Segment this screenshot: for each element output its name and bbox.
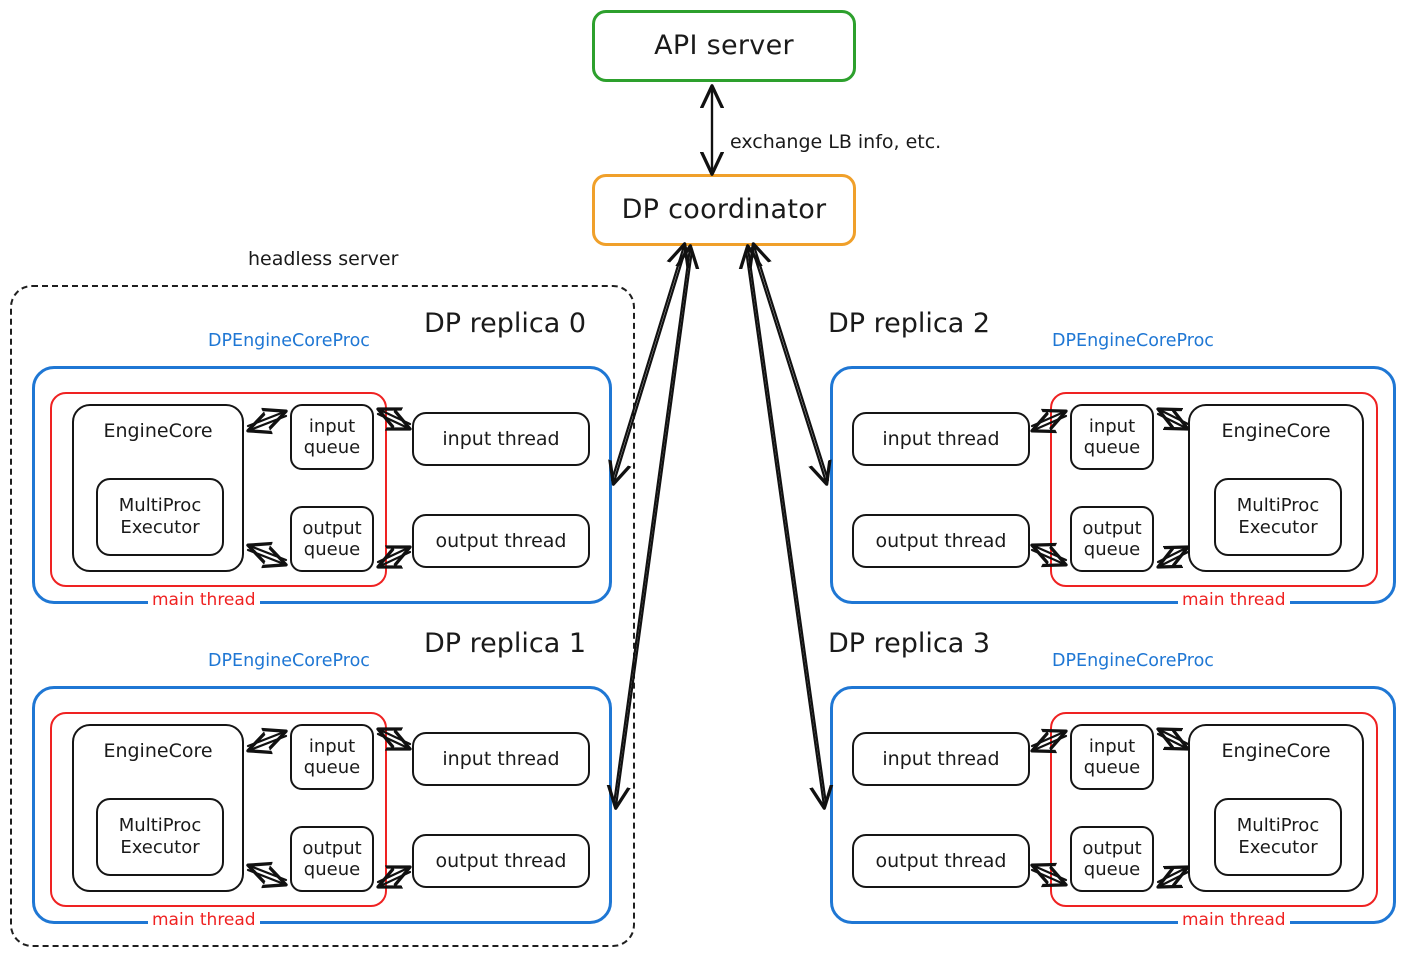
dp-replica-1-mpe-line2: Executor — [120, 837, 200, 858]
dp-replica-1-main-thread-boundary — [50, 712, 387, 907]
dp-replica-0-input-queue[interactable]: input queue — [290, 404, 374, 470]
dp-replica-1-input-thread-label: input thread — [442, 747, 560, 770]
dp-replica-0-main-thread-boundary — [50, 392, 387, 587]
dp-replica-1-input-queue-line2: queue — [303, 757, 361, 778]
dp-replica-3-mpe-line2: Executor — [1238, 837, 1318, 858]
dp-replica-2-input-thread-label: input thread — [882, 427, 1000, 450]
api-server-node[interactable]: API server — [592, 10, 856, 82]
arrow-coordinator-to-replica-3 — [744, 248, 824, 806]
dp-replica-1-output-queue-line1: output — [302, 837, 362, 859]
dp-replica-2-main-thread-boundary — [1050, 392, 1378, 587]
dp-replica-3-multiproc-executor[interactable]: MultiProc Executor — [1214, 798, 1342, 876]
dp-replica-1-input-queue-line1: input — [308, 735, 356, 757]
dp-replica-1-multiproc-executor[interactable]: MultiProc Executor — [96, 798, 224, 876]
dp-replica-2-output-queue-line1: output — [1082, 517, 1142, 539]
dp-coordinator-label: DP coordinator — [621, 194, 827, 226]
dp-replica-3-main-thread-label: main thread — [1178, 910, 1290, 930]
dp-replica-0-engine-core-label: EngineCore — [103, 420, 213, 442]
dp-replica-2-engine-core[interactable]: EngineCore MultiProc Executor — [1188, 404, 1364, 572]
dp-replica-3-output-queue-line2: queue — [1083, 859, 1141, 880]
dp-replica-3-input-thread[interactable]: input thread — [852, 732, 1030, 786]
dp-replica-2-mpe-line1: MultiProc — [1236, 494, 1320, 516]
arrow-coordinator-to-replica-2 — [750, 246, 826, 482]
dp-replica-2-input-queue[interactable]: input queue — [1070, 404, 1154, 470]
dp-coordinator-node[interactable]: DP coordinator — [592, 174, 856, 246]
dp-replica-0-input-queue-line2: queue — [303, 437, 361, 458]
dp-replica-2-mpe-line2: Executor — [1238, 517, 1318, 538]
dp-replica-3-output-queue-line1: output — [1082, 837, 1142, 859]
dp-replica-1-engine-core-label: EngineCore — [103, 740, 213, 762]
dp-replica-2-main-thread-label: main thread — [1178, 590, 1290, 610]
exchange-lb-info-label: exchange LB info, etc. — [730, 131, 942, 153]
dp-replica-0-output-queue[interactable]: output queue — [290, 506, 374, 572]
dp-replica-3-input-queue-line2: queue — [1083, 757, 1141, 778]
dp-replica-1-input-thread[interactable]: input thread — [412, 732, 590, 786]
dp-replica-0-title: DP replica 0 — [424, 308, 587, 339]
dp-replica-0-input-queue-line1: input — [308, 415, 356, 437]
dp-replica-3-main-thread-boundary — [1050, 712, 1378, 907]
dp-replica-3-title: DP replica 3 — [828, 628, 991, 659]
dp-replica-3-input-thread-label: input thread — [882, 747, 1000, 770]
dp-replica-2-output-thread-label: output thread — [875, 529, 1007, 552]
dp-replica-2-process-label: DPEngineCoreProc — [1052, 331, 1214, 351]
dp-replica-0-output-queue-line2: queue — [303, 539, 361, 560]
dp-replica-0-mpe-line2: Executor — [120, 517, 200, 538]
headless-server-label: headless server — [248, 248, 399, 270]
dp-replica-0-output-thread[interactable]: output thread — [412, 514, 590, 568]
dp-replica-3-output-queue[interactable]: output queue — [1070, 826, 1154, 892]
dp-replica-1-input-queue[interactable]: input queue — [290, 724, 374, 790]
dp-replica-3-output-thread[interactable]: output thread — [852, 834, 1030, 888]
arrow-replica-2-to-coordinator — [754, 246, 830, 482]
dp-replica-2-output-thread[interactable]: output thread — [852, 514, 1030, 568]
dp-replica-2-output-queue-line2: queue — [1083, 539, 1141, 560]
dp-replica-0-output-thread-label: output thread — [435, 529, 567, 552]
dp-replica-1-main-thread-label: main thread — [148, 910, 260, 930]
dp-replica-1-output-queue-line2: queue — [303, 859, 361, 880]
dp-replica-0-process-label: DPEngineCoreProc — [208, 331, 370, 351]
dp-replica-2-input-thread[interactable]: input thread — [852, 412, 1030, 466]
dp-replica-1-output-thread[interactable]: output thread — [412, 834, 590, 888]
dp-replica-0-output-queue-line1: output — [302, 517, 362, 539]
dp-replica-2-engine-core-label: EngineCore — [1221, 420, 1331, 442]
dp-replica-3-mpe-line1: MultiProc — [1236, 814, 1320, 836]
dp-replica-3-process-label: DPEngineCoreProc — [1052, 651, 1214, 671]
dp-replica-3-engine-core[interactable]: EngineCore MultiProc Executor — [1188, 724, 1364, 892]
dp-replica-2-output-queue[interactable]: output queue — [1070, 506, 1154, 572]
dp-replica-3-input-queue-line1: input — [1088, 735, 1136, 757]
dp-replica-0-input-thread[interactable]: input thread — [412, 412, 590, 466]
dp-replica-1-title: DP replica 1 — [424, 628, 587, 659]
dp-replica-3-engine-core-label: EngineCore — [1221, 740, 1331, 762]
dp-replica-3-input-queue[interactable]: input queue — [1070, 724, 1154, 790]
dp-replica-0-main-thread-label: main thread — [148, 590, 260, 610]
arrow-replica-3-to-coordinator — [748, 248, 828, 806]
dp-replica-1-engine-core[interactable]: EngineCore MultiProc Executor — [72, 724, 244, 892]
dp-replica-0-multiproc-executor[interactable]: MultiProc Executor — [96, 478, 224, 556]
dp-replica-0-input-thread-label: input thread — [442, 427, 560, 450]
dp-replica-2-input-queue-line2: queue — [1083, 437, 1141, 458]
dp-replica-1-mpe-line1: MultiProc — [118, 814, 202, 836]
dp-replica-2-title: DP replica 2 — [828, 308, 991, 339]
dp-replica-2-input-queue-line1: input — [1088, 415, 1136, 437]
dp-replica-3-output-thread-label: output thread — [875, 849, 1007, 872]
dp-replica-0-engine-core[interactable]: EngineCore MultiProc Executor — [72, 404, 244, 572]
api-server-label: API server — [654, 30, 794, 62]
dp-replica-1-process-label: DPEngineCoreProc — [208, 651, 370, 671]
dp-replica-1-output-queue[interactable]: output queue — [290, 826, 374, 892]
dp-replica-1-output-thread-label: output thread — [435, 849, 567, 872]
dp-replica-2-multiproc-executor[interactable]: MultiProc Executor — [1214, 478, 1342, 556]
dp-replica-0-mpe-line1: MultiProc — [118, 494, 202, 516]
